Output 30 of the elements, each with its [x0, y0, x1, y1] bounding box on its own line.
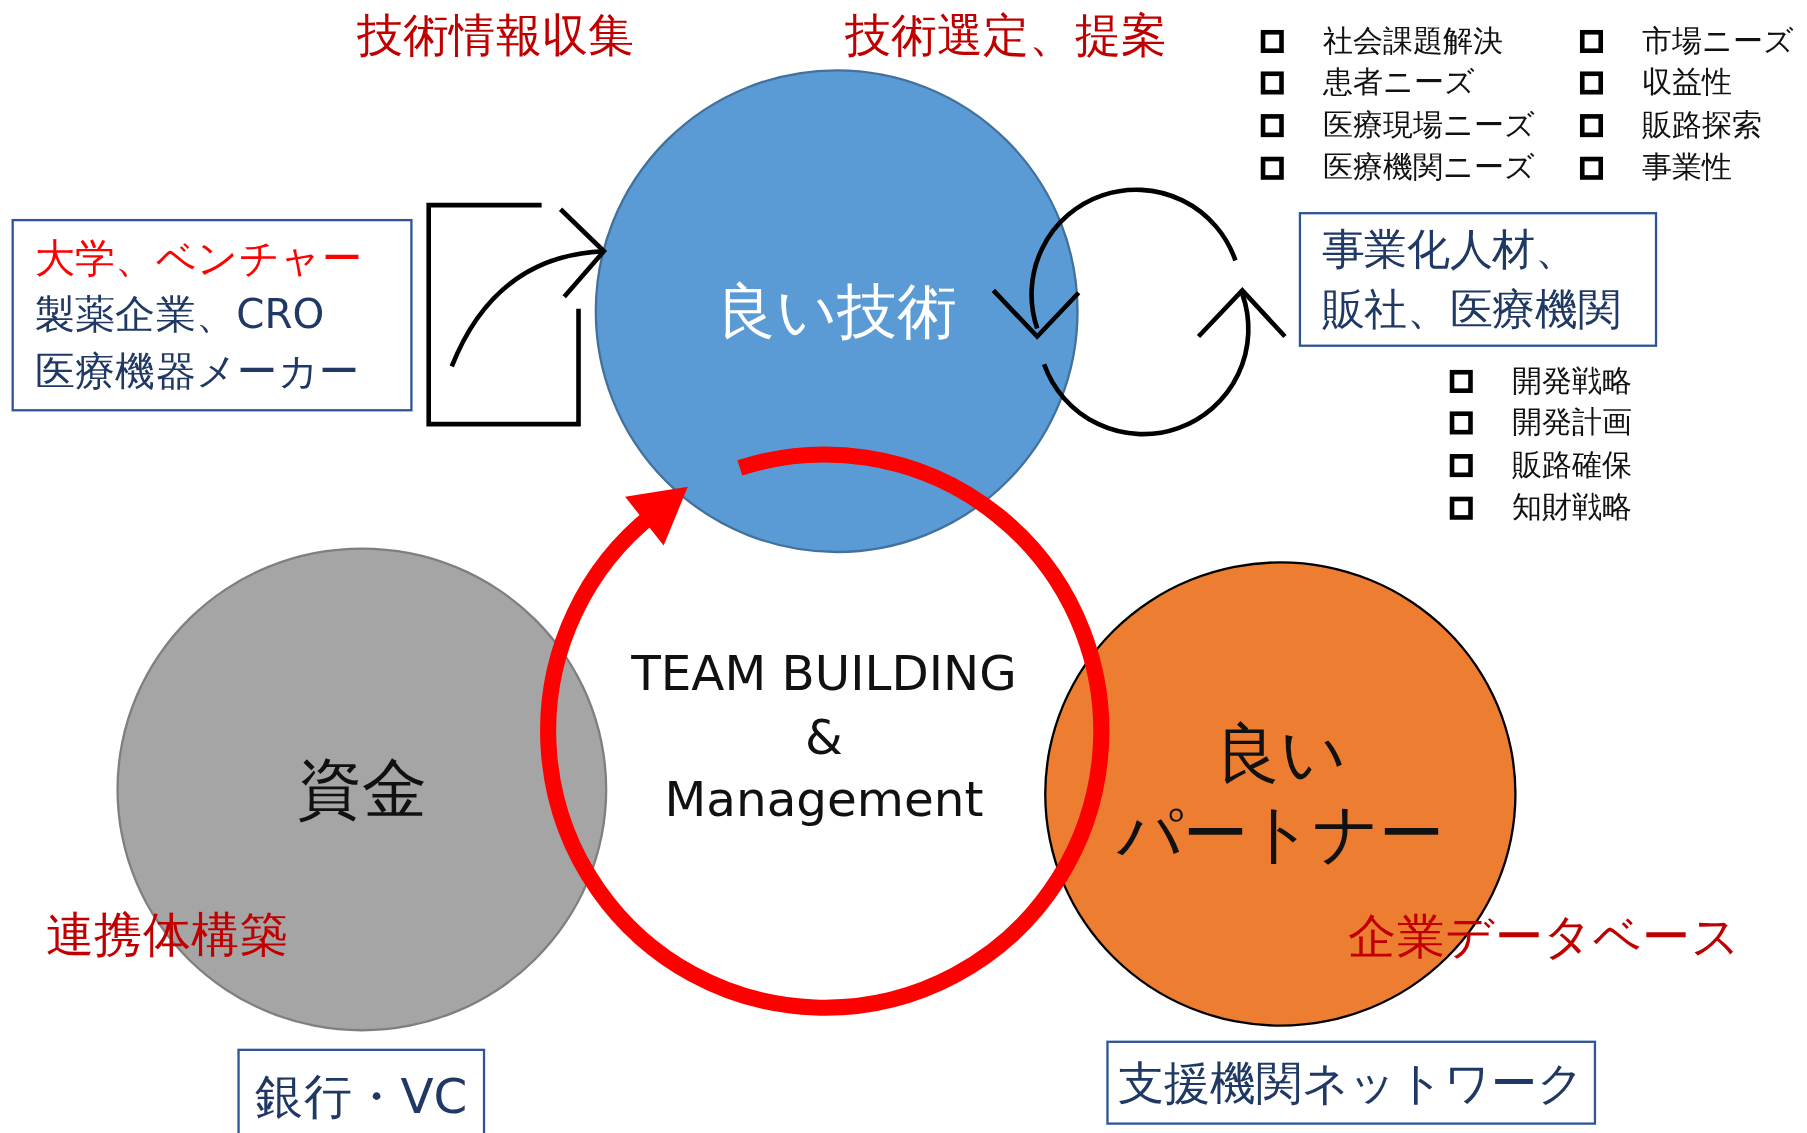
box-text: 銀行・VC [255, 1067, 468, 1127]
checklist-item: 社会課題解決 [1323, 22, 1503, 60]
checklist-item: 収益性 [1642, 63, 1733, 102]
checklist-item: 事業性 [1642, 148, 1733, 187]
checklist-item: 販路探索 [1642, 106, 1763, 144]
circular-arrow [540, 447, 1109, 1016]
heading-label: 技術情報収集 [357, 7, 634, 63]
circle-label: 良いパートナー [1117, 714, 1444, 874]
checklist-item: 販路確保 [1512, 446, 1632, 484]
organization-box [1106, 1040, 1597, 1125]
checklist-item: 開発計画 [1512, 403, 1632, 442]
organization-box [11, 218, 413, 412]
circle-label: 良い技術 [716, 275, 958, 348]
box-text: 事業化人材、販社、医療機関 [1321, 223, 1621, 336]
circle-label: 資金 [297, 750, 427, 829]
box-text: 製薬企業、CRO 医療機器メーカー [34, 290, 360, 397]
center-text: TEAM BUILDING & Management [631, 644, 1017, 830]
organization-box [237, 1048, 486, 1133]
checklist-item: 開発戦略 [1512, 362, 1632, 400]
organization-box [1298, 212, 1658, 347]
checklist-item: 市場ニーズ [1642, 22, 1795, 60]
checklist-item: 患者ニーズ [1323, 63, 1476, 102]
box-text: 大学、ベンチャー [34, 234, 362, 284]
arrow [426, 202, 607, 427]
note-label: 連携体構築 [46, 905, 289, 964]
checklist-item: 医療現場ニーズ [1323, 106, 1535, 144]
checklist-item: 知財戦略 [1512, 488, 1632, 527]
checklist-item: 医療機関ニーズ [1323, 148, 1535, 187]
heading-label: 技術選定、提案 [844, 7, 1168, 63]
box-text: 支援機関ネットワーク [1117, 1055, 1585, 1112]
